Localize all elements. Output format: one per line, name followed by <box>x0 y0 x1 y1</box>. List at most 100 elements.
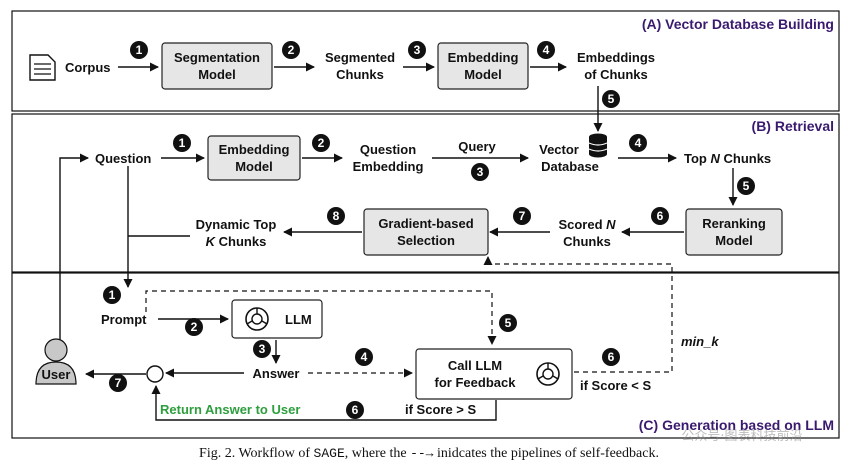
badge-c6: 6 <box>346 401 364 419</box>
embedding-model-b-box <box>207 135 301 181</box>
svg-text:3: 3 <box>259 342 266 356</box>
svg-text:6: 6 <box>657 209 664 223</box>
answer-label: Answer <box>253 366 300 381</box>
prompt-label: Prompt <box>101 312 147 327</box>
segmented-chunks-line2: Chunks <box>336 67 384 82</box>
badge-a3: 3 <box>408 41 426 59</box>
dynamic-top-line1: Dynamic Top <box>196 217 277 232</box>
merge-node <box>146 365 164 383</box>
query-label: Query <box>458 139 496 154</box>
database-icon <box>588 133 608 158</box>
badge-b7: 7 <box>513 207 531 225</box>
gradient-selection-line1: Gradient-based <box>378 216 473 231</box>
svg-text:4: 4 <box>361 350 368 364</box>
svg-text:5: 5 <box>608 92 615 106</box>
svg-text:1: 1 <box>109 288 116 302</box>
svg-text:4: 4 <box>635 136 642 150</box>
watermark: 公众号·图表科技前沿 <box>681 428 802 444</box>
embedding-model-b-line2: Model <box>235 159 273 174</box>
badge-c1: 1 <box>103 286 121 304</box>
gradient-selection-line2: Selection <box>397 233 455 248</box>
section-c-title: (C) Generation based on LLM <box>639 417 834 433</box>
section-c-frame <box>11 272 840 439</box>
svg-text:5: 5 <box>743 179 750 193</box>
badge-c7: 7 <box>109 374 127 392</box>
call-llm-line1: Call LLM <box>448 358 502 373</box>
svg-text:3: 3 <box>477 165 484 179</box>
reranking-model-line2: Model <box>715 233 753 248</box>
embedding-model-a-line1: Embedding <box>448 50 519 65</box>
segmented-chunks-line1: Segmented <box>325 50 395 65</box>
scored-n-line1: Scored N <box>558 217 616 232</box>
llm-box <box>231 299 323 339</box>
figure-caption: Fig. 2. Workflow of SAGE, where the --→ … <box>199 446 659 461</box>
segmentation-model-line1: Segmentation <box>174 50 260 65</box>
embedding-model-a-line2: Model <box>464 67 502 82</box>
segmentation-model-line2: Model <box>198 67 236 82</box>
user-icon <box>35 338 77 385</box>
svg-text:2: 2 <box>288 43 295 57</box>
section-b-frame <box>11 113 840 273</box>
dynamic-top-line2: K Chunks <box>206 234 267 249</box>
return-answer-label: Return Answer to User <box>160 402 300 417</box>
svg-text:5: 5 <box>505 316 512 330</box>
question-embedding-line2: Embedding <box>353 159 424 174</box>
reranking-model-line1: Reranking <box>702 216 766 231</box>
svg-text:7: 7 <box>519 209 526 223</box>
embedding-model-a-box <box>437 42 529 90</box>
svg-text:6: 6 <box>608 350 615 364</box>
top-n-chunks-label: Top N Chunks <box>684 151 771 166</box>
corpus-label: Corpus <box>65 60 111 75</box>
svg-text:1: 1 <box>179 136 186 150</box>
call-llm-box <box>415 348 573 400</box>
badge-b1: 1 <box>173 134 191 152</box>
badge-c6-right: 6 <box>602 348 620 366</box>
svg-text:2: 2 <box>191 320 198 334</box>
svg-text:2: 2 <box>318 136 325 150</box>
svg-text:6: 6 <box>352 403 359 417</box>
svg-text:7: 7 <box>115 376 122 390</box>
question-label: Question <box>95 151 151 166</box>
segmentation-model-box <box>161 42 273 90</box>
call-llm-line2: for Feedback <box>435 375 517 390</box>
document-icon <box>29 54 56 81</box>
badge-b6: 6 <box>651 207 669 225</box>
gradient-selection-box <box>363 208 489 256</box>
min-k-label: min_k <box>681 334 719 349</box>
reranking-model-box <box>685 208 783 256</box>
openai-icon <box>245 307 269 331</box>
svg-text:1: 1 <box>136 43 143 57</box>
badge-c5: 5 <box>499 314 517 332</box>
vector-database-line1: Vector <box>539 142 579 157</box>
embeddings-of-chunks-line2: of Chunks <box>584 67 648 82</box>
scored-n-line2: Chunks <box>563 234 611 249</box>
svg-text:4: 4 <box>543 43 550 57</box>
section-a-frame <box>11 10 840 112</box>
badge-b8: 8 <box>327 207 345 225</box>
badge-c3: 3 <box>253 340 271 358</box>
badge-a4: 4 <box>537 41 555 59</box>
badge-a5: 5 <box>602 90 620 108</box>
embeddings-of-chunks-line1: Embeddings <box>577 50 655 65</box>
badge-b4: 4 <box>629 134 647 152</box>
if-score-gt-label: if Score > S <box>405 402 476 417</box>
badge-c4: 4 <box>355 348 373 366</box>
badge-b3: 3 <box>471 163 489 181</box>
question-embedding-line1: Question <box>360 142 416 157</box>
user-label: User <box>42 367 71 382</box>
embedding-model-b-line1: Embedding <box>219 142 290 157</box>
badge-b5: 5 <box>737 177 755 195</box>
badge-c2: 2 <box>185 318 203 336</box>
vector-database-line2: Database <box>541 159 599 174</box>
section-b-title: (B) Retrieval <box>752 118 834 134</box>
if-score-lt-label: if Score < S <box>580 378 651 393</box>
llm-label: LLM <box>285 312 312 327</box>
openai-icon-feedback <box>536 362 560 386</box>
badge-a1: 1 <box>130 41 148 59</box>
svg-text:3: 3 <box>414 43 421 57</box>
svg-text:8: 8 <box>333 209 340 223</box>
badge-b2: 2 <box>312 134 330 152</box>
section-a-title: (A) Vector Database Building <box>642 16 834 32</box>
badge-a2: 2 <box>282 41 300 59</box>
